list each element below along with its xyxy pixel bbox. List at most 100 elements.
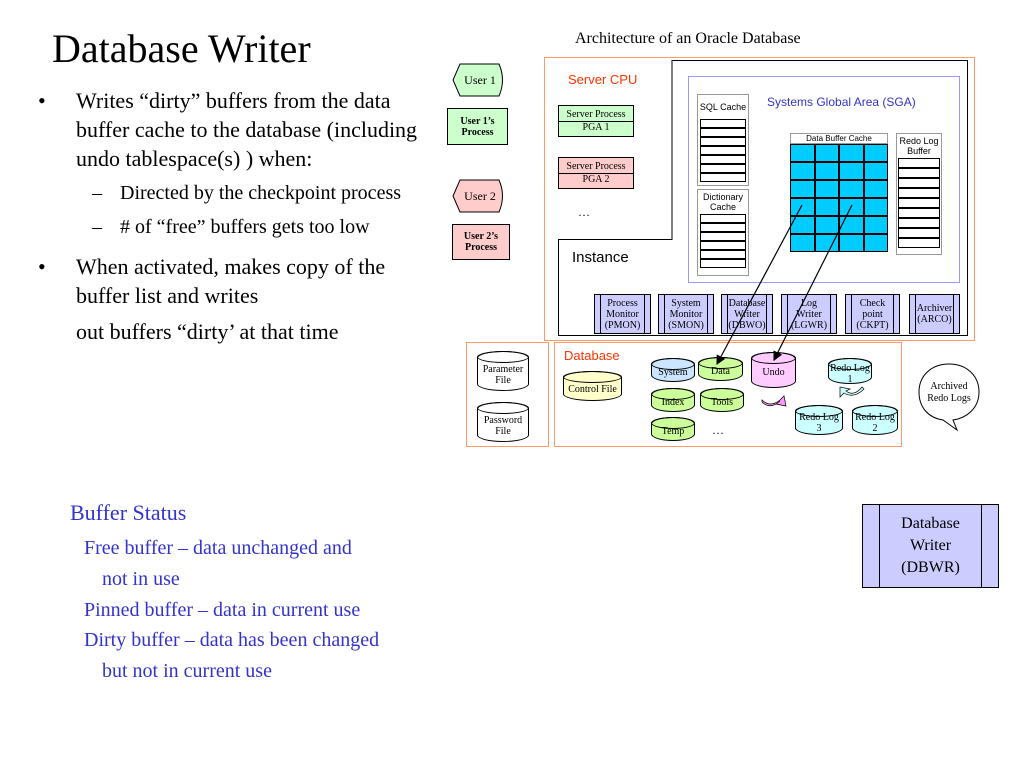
buffer-cell — [814, 162, 839, 180]
tablespace-temp-label: Temp — [661, 426, 685, 437]
tablespace-system: System — [651, 358, 695, 382]
buffer-cell — [839, 144, 864, 162]
server-process-2-pga: PGA 2 — [559, 172, 633, 186]
archived-logs-shape — [918, 363, 980, 432]
dbwr-label: Database Writer (DBWR) — [880, 505, 981, 587]
redo-buffer-row — [898, 218, 940, 228]
smon-line1: System — [671, 297, 701, 309]
buffer-cell — [863, 234, 888, 252]
user1-process: User 1’s Process — [447, 108, 508, 145]
server-process-ellipsis: … — [578, 205, 590, 219]
buffer-pinned: Pinned buffer – data in current use — [84, 599, 361, 621]
redo-buffer-row — [898, 158, 940, 168]
dbwo-line2: Writer — [734, 308, 760, 320]
server-process-2: Server Process PGA 2 — [558, 157, 634, 189]
user2-process: User 2’s Process — [452, 224, 510, 260]
server-cpu-frame — [544, 57, 975, 341]
pmon-line1: Process Monitor — [606, 297, 639, 320]
sql-cache-rows — [700, 119, 746, 182]
instance-label: Instance — [572, 249, 629, 266]
redo-buffer-row — [898, 168, 940, 178]
server-process-1: Server Process PGA 1 — [558, 105, 634, 137]
undo-curved-arrow-icon — [761, 395, 787, 407]
control-file: Control File — [563, 371, 622, 401]
server-cpu-label: Server CPU — [568, 72, 638, 87]
data-buffer-cache-label: Data Buffer Cache — [790, 133, 888, 144]
redo-log-2-label: Redo Log 2 — [855, 412, 895, 434]
sga-frame — [688, 76, 960, 283]
sub-bullet-free-buffers: # of “free” buffers gets too low — [30, 214, 430, 240]
buffer-status-heading: Buffer Status — [70, 500, 187, 525]
tablespace-temp: Temp — [651, 417, 695, 441]
buffer-cell — [790, 234, 815, 252]
tablespace-undo-label: Undo — [762, 366, 785, 378]
dbwo-line3: (DBWO) — [728, 319, 766, 331]
buffer-free-line2-text: not in use — [102, 568, 180, 590]
slide-title: Database Writer — [52, 26, 311, 71]
sga-label: Systems Global Area (SGA) — [767, 95, 916, 109]
ckpt-line2: point — [862, 308, 883, 320]
server-process-1-pga: PGA 1 — [559, 120, 633, 134]
cache-row — [700, 137, 746, 146]
cache-row — [700, 173, 746, 182]
tablespace-system-label: System — [658, 367, 688, 378]
bullet-activated: When activated, makes copy of the buffer… — [30, 252, 430, 310]
dbwr-line1: Database — [901, 515, 960, 532]
parameter-file: Parameter File — [477, 351, 529, 391]
cache-row — [700, 119, 746, 128]
sql-cache-label: SQL Cache — [699, 102, 747, 112]
tablespace-tools-label: Tools — [710, 397, 734, 408]
user1-shape — [452, 63, 503, 97]
buffer-cell — [790, 180, 815, 198]
buffer-cell — [814, 234, 839, 252]
files-frame — [466, 342, 549, 447]
server-process-1-text: Server Process — [566, 108, 626, 120]
parameter-file-label: Parameter File — [482, 364, 524, 386]
arco-line2: (ARCO) — [917, 314, 952, 325]
cache-row — [700, 223, 746, 232]
dbwo-line1: Database — [728, 297, 766, 309]
instance-frame — [558, 60, 968, 336]
data-buffer-cache-grid — [790, 144, 888, 252]
sql-cache: SQL Cache — [697, 94, 749, 186]
tablespace-ellipsis: … — [712, 423, 724, 437]
ckpt-line1: Check — [859, 297, 886, 309]
lgwr-line1: Log — [800, 297, 818, 309]
dbwr-left-rule — [879, 505, 880, 587]
redo-buffer-row — [898, 198, 940, 208]
smon-line3: (SMON) — [668, 319, 704, 331]
dictionary-cache: Dictionary Cache — [697, 189, 749, 276]
buffer-cell — [790, 162, 815, 180]
smon-line2: Monitor — [669, 308, 703, 320]
cache-row — [700, 128, 746, 137]
buffer-free-line1: Free buffer – data unchanged and — [84, 537, 352, 559]
lgwr-line3: (LGWR) — [790, 319, 828, 331]
tablespace-index: Index — [651, 388, 695, 412]
buffer-cell — [790, 144, 815, 162]
buffer-cell — [863, 198, 888, 216]
control-file-label: Control File — [568, 383, 617, 395]
dictionary-cache-rows — [700, 214, 746, 268]
buffer-cell — [863, 162, 888, 180]
redo-buffer-row — [898, 188, 940, 198]
redo-log-2: Redo Log 2 — [852, 405, 898, 435]
redo-log-buffer: Redo Log Buffer — [896, 133, 942, 255]
ckpt-line3: (CKPT) — [856, 319, 889, 331]
buffer-dirty-line1: Dirty buffer – data has been changed — [84, 629, 380, 651]
password-file: Password File — [477, 402, 529, 442]
buffer-cell — [839, 162, 864, 180]
arrow-to-data — [716, 204, 803, 366]
redo-buffer-row — [898, 178, 940, 188]
cache-row — [700, 232, 746, 241]
sub-bullet-checkpoint: Directed by the checkpoint process — [30, 180, 430, 206]
bullet-activated-continued: out buffers “dirty’ at that time — [76, 319, 339, 344]
buffer-cell — [839, 180, 864, 198]
buffer-cell — [814, 198, 839, 216]
lgwr-line2: Writer — [796, 308, 822, 320]
dbwr-line3: (DBWR) — [901, 559, 960, 576]
buffer-cell — [790, 198, 815, 216]
tablespace-data-label: Data — [711, 366, 730, 377]
redo-buffer-row — [898, 228, 940, 238]
